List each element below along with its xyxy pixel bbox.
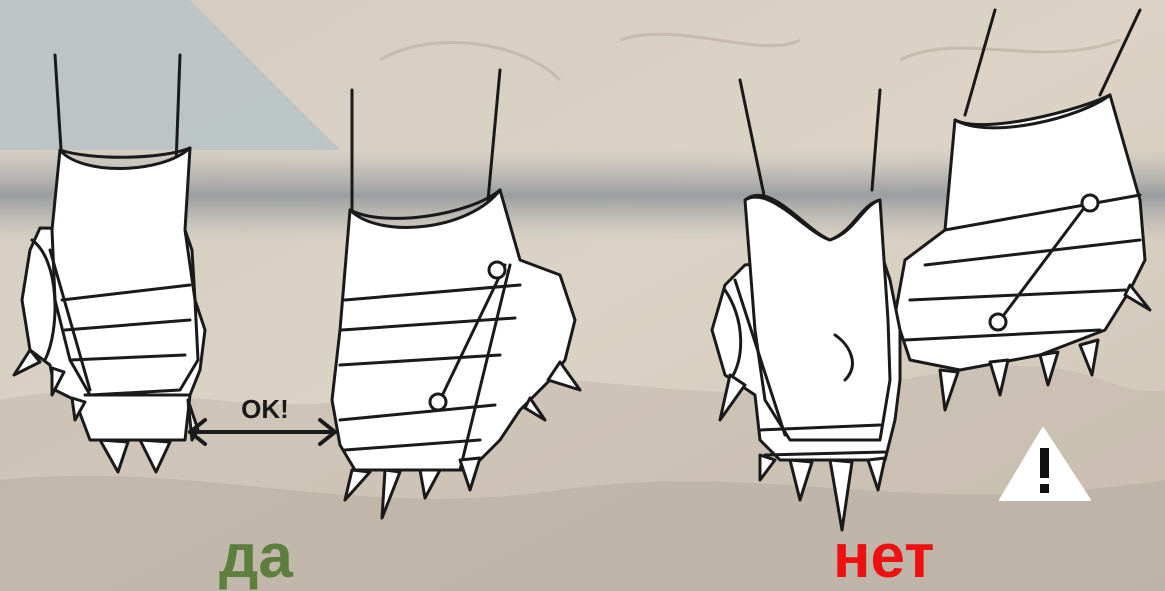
crampon-boot-icon — [712, 80, 900, 530]
crampon-boot-icon — [332, 70, 580, 518]
correct-crampons-group — [14, 55, 580, 518]
incorrect-crampons-group — [712, 10, 1150, 530]
correct-label: да — [219, 526, 293, 588]
crampon-boot-icon — [14, 55, 205, 472]
incorrect-label: нет — [833, 526, 934, 588]
warning-triangle-icon — [1000, 428, 1090, 500]
ok-gap-label: OK! — [241, 394, 289, 424]
crampon-boot-icon — [895, 10, 1150, 410]
